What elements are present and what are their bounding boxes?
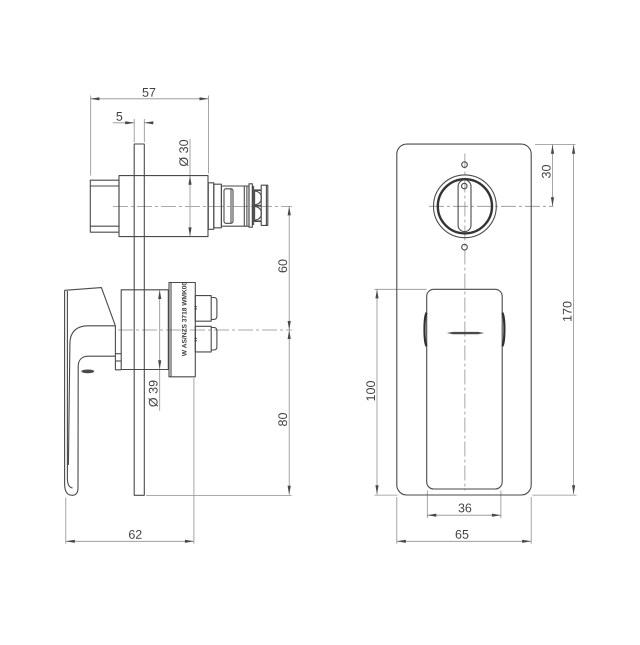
- svg-text:100: 100: [364, 381, 378, 402]
- svg-text:30: 30: [540, 165, 554, 179]
- svg-text:Ø 30: Ø 30: [177, 139, 191, 166]
- svg-text:36: 36: [458, 501, 472, 515]
- svg-text:170: 170: [561, 301, 575, 322]
- svg-text:62: 62: [128, 528, 142, 542]
- svg-text:65: 65: [455, 528, 469, 542]
- svg-text:Ø 39: Ø 39: [147, 380, 161, 407]
- svg-text:80: 80: [276, 413, 290, 427]
- svg-text:5: 5: [116, 110, 123, 124]
- svg-text:57: 57: [142, 86, 156, 100]
- svg-text:W AS/NZS 3718 WMK00: W AS/NZS 3718 WMK00: [181, 282, 188, 356]
- svg-text:60: 60: [276, 259, 290, 273]
